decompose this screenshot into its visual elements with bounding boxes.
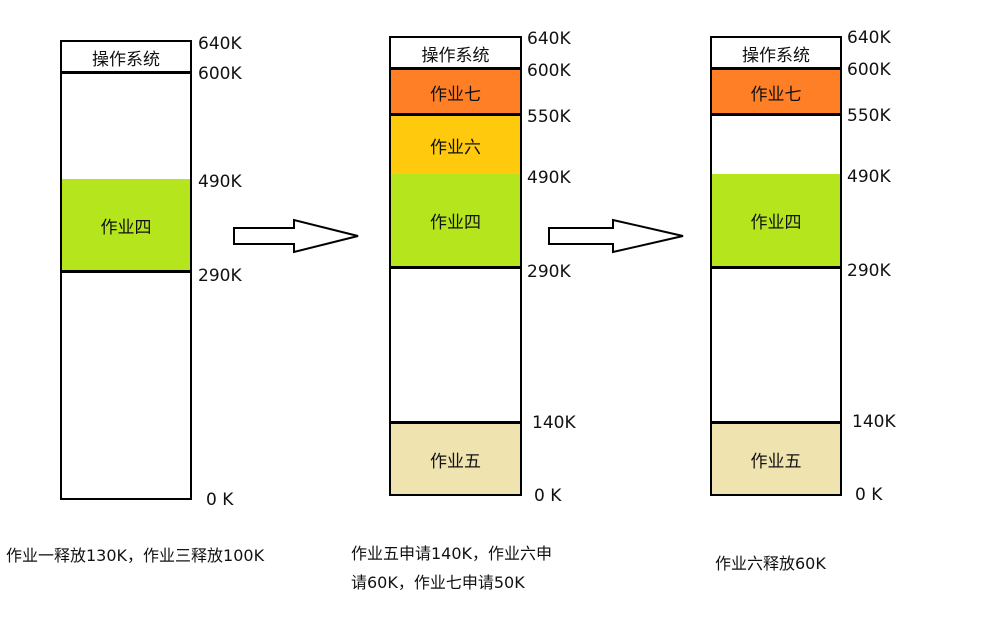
address-label: 0 K — [534, 486, 562, 506]
block-free — [712, 269, 840, 421]
block-free — [62, 273, 190, 498]
block-label: 作业四 — [430, 212, 481, 233]
block-job4: 作业四 — [391, 174, 520, 266]
address-label: 140K — [852, 412, 896, 432]
address-label: 490K — [198, 172, 242, 192]
block-label: 作业五 — [750, 451, 802, 472]
right-arrow-icon — [233, 218, 359, 254]
block-job5: 作业五 — [391, 424, 520, 494]
block-free — [62, 74, 190, 179]
caption-line: 请60K，作业七申请50K — [351, 573, 525, 592]
separator — [710, 421, 842, 424]
block-job6: 作业六 — [391, 116, 520, 174]
block-os: 操作系统 — [391, 38, 520, 68]
address-label: 290K — [527, 262, 571, 282]
caption-line: 作业五申请140K，作业六申 — [351, 544, 553, 563]
block-job7: 作业七 — [712, 70, 840, 114]
address-label: 640K — [527, 29, 571, 49]
address-label: 600K — [847, 60, 891, 80]
block-job5: 作业五 — [712, 424, 840, 494]
caption-1: 作业一释放130K，作业三释放100K — [6, 546, 265, 565]
block-job7: 作业七 — [391, 70, 520, 114]
separator — [60, 270, 192, 273]
address-label: 600K — [198, 64, 242, 84]
address-label: 640K — [847, 28, 891, 48]
block-label: 操作系统 — [421, 45, 490, 66]
memory-map-3: 操作系统 作业七 作业四 作业五 — [710, 36, 842, 496]
address-label: 600K — [527, 61, 571, 81]
right-arrow-icon — [548, 218, 684, 254]
address-label: 0 K — [206, 490, 234, 510]
block-label: 作业六 — [430, 137, 481, 158]
separator — [389, 113, 522, 116]
block-os: 操作系统 — [62, 42, 190, 72]
address-label: 550K — [847, 106, 891, 126]
block-os: 操作系统 — [712, 38, 840, 68]
address-label: 290K — [847, 261, 891, 281]
separator — [710, 67, 842, 70]
address-label: 290K — [198, 266, 242, 286]
block-label: 作业四 — [100, 217, 152, 238]
separator — [710, 266, 842, 269]
address-label: 550K — [527, 107, 571, 127]
block-label: 操作系统 — [92, 49, 160, 70]
caption-3: 作业六释放60K — [715, 554, 826, 573]
separator — [60, 71, 192, 74]
block-free — [712, 116, 840, 174]
address-label: 490K — [847, 167, 891, 187]
address-label: 490K — [527, 168, 571, 188]
address-label: 0 K — [855, 485, 883, 505]
block-label: 作业七 — [430, 84, 481, 105]
block-job4: 作业四 — [712, 174, 840, 266]
separator — [710, 113, 842, 116]
block-free — [391, 269, 520, 421]
block-label: 作业七 — [750, 84, 802, 105]
block-label: 操作系统 — [742, 45, 810, 66]
separator — [389, 421, 522, 424]
block-label: 作业五 — [430, 451, 481, 472]
memory-map-1: 操作系统 作业四 — [60, 40, 192, 500]
separator — [389, 67, 522, 70]
separator — [389, 266, 522, 269]
address-label: 140K — [532, 413, 576, 433]
caption-2: 作业五申请140K，作业六申 请60K，作业七申请50K — [351, 539, 552, 597]
address-label: 640K — [198, 34, 242, 54]
memory-map-2: 操作系统 作业七 作业六 作业四 作业五 — [389, 36, 522, 496]
block-label: 作业四 — [750, 212, 802, 233]
block-job4: 作业四 — [62, 179, 190, 271]
